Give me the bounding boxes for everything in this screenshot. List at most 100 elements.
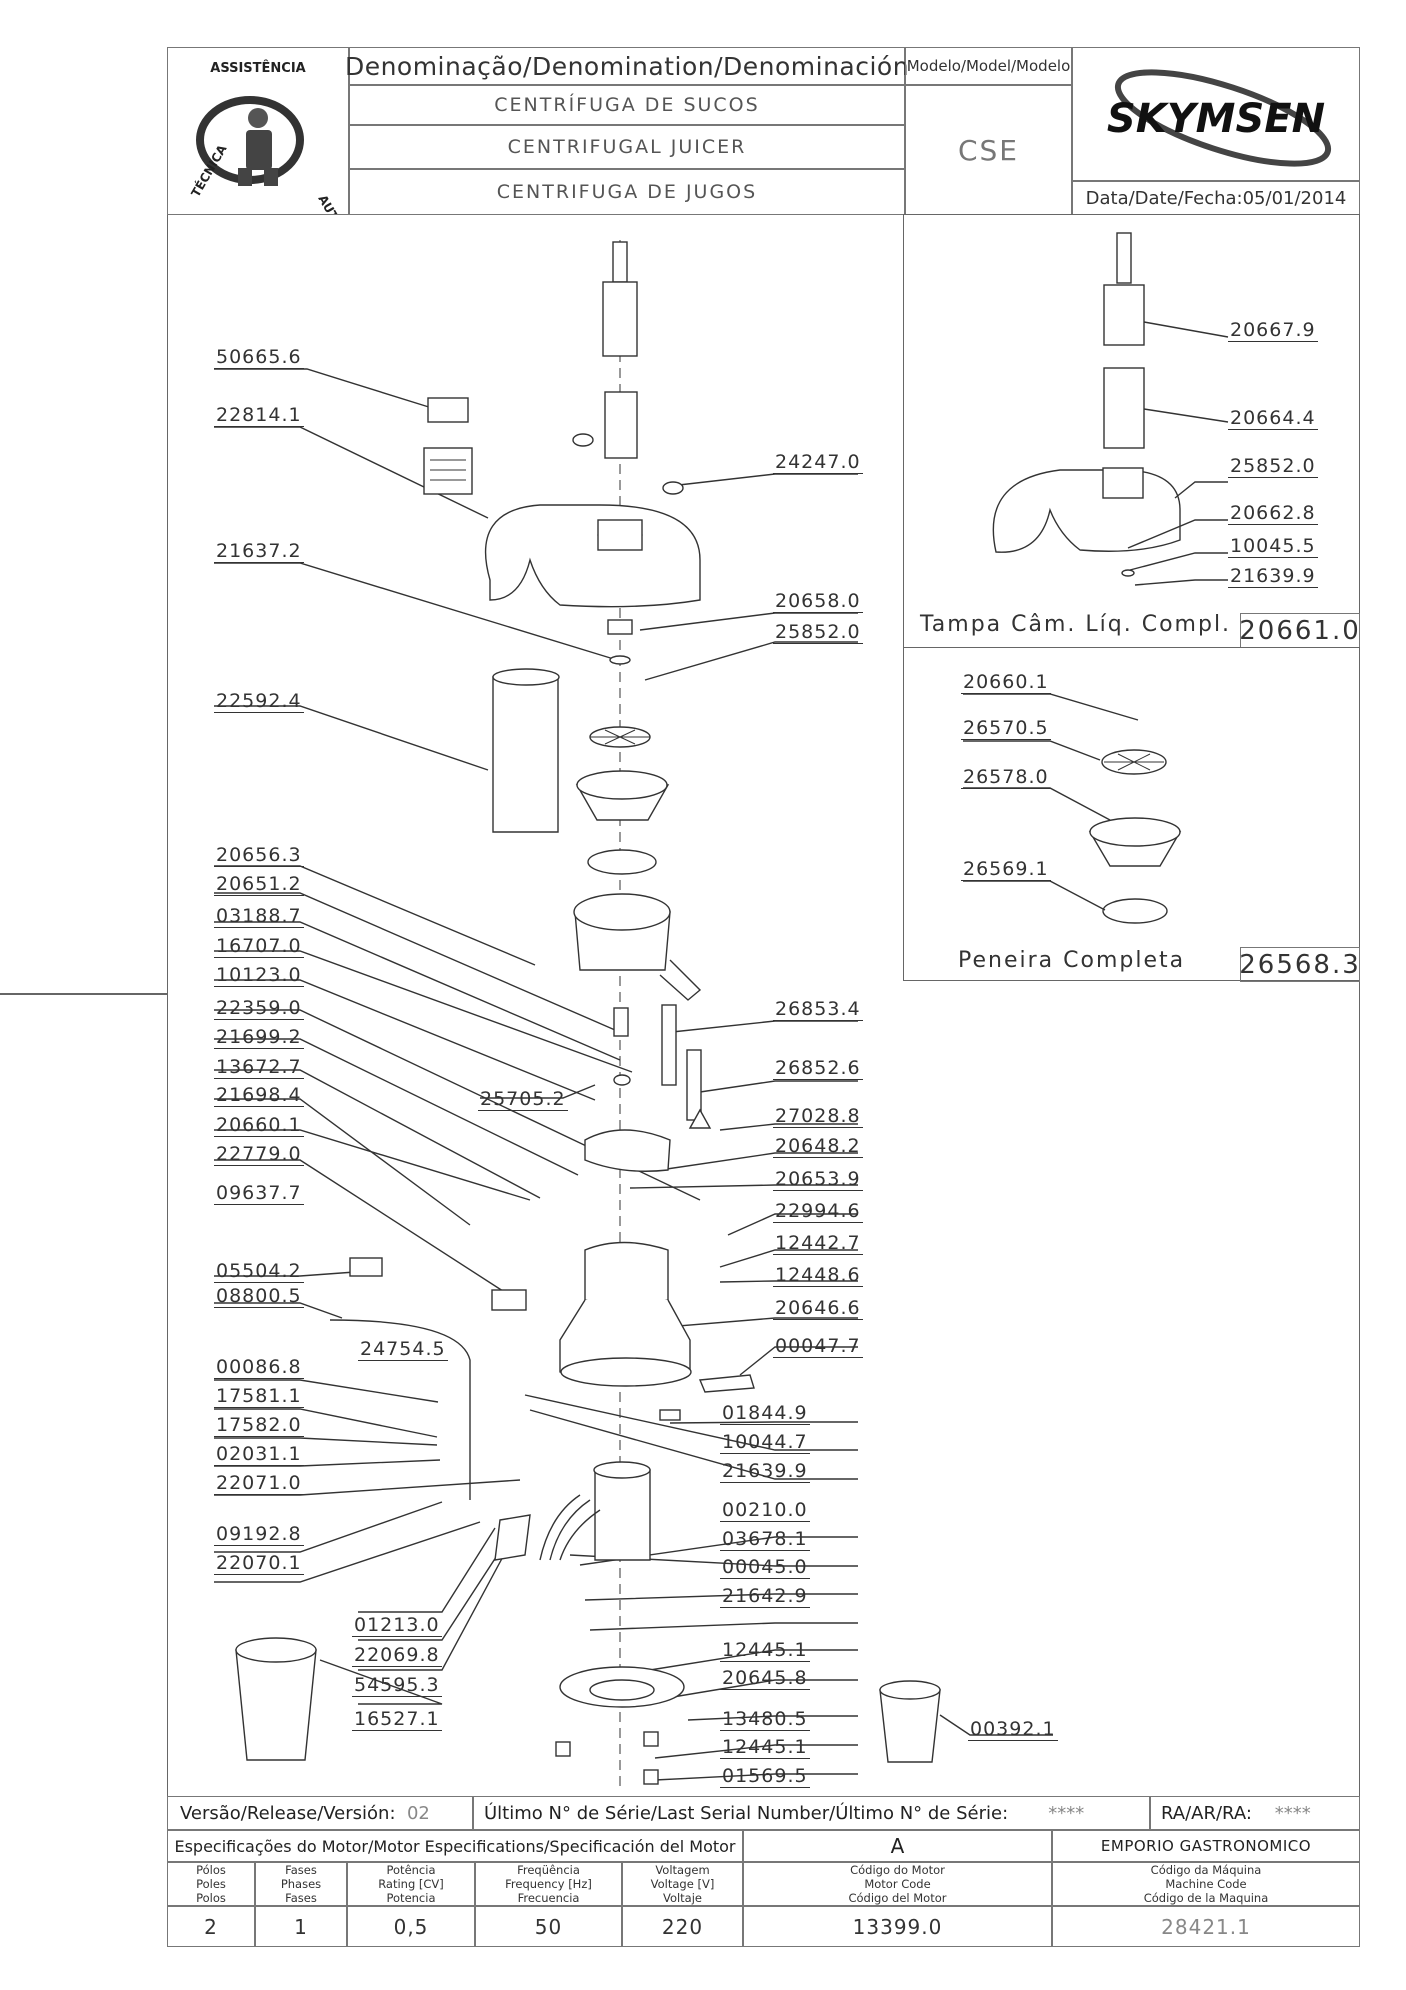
client-name: EMPORIO GASTRONOMICO [1052, 1830, 1360, 1862]
part-number: 20667.9 [1228, 319, 1318, 342]
part-number: 17581.1 [214, 1385, 304, 1408]
part-number: 25705.2 [478, 1088, 568, 1111]
part-number: 08800.5 [214, 1285, 304, 1308]
ra-value: **** [1274, 1802, 1311, 1824]
part-number: 16527.1 [352, 1708, 442, 1731]
part-number: 12445.1 [720, 1736, 810, 1759]
seal-cell: ASSISTÊNCIA TÉCNICA AUTORIZADA [167, 47, 349, 215]
part-number: 26578.0 [961, 766, 1051, 789]
motor-code-value: 13399.0 [743, 1906, 1052, 1947]
technical-assistance-seal-icon: ASSISTÊNCIA TÉCNICA AUTORIZADA [188, 60, 348, 214]
part-number: 13672.7 [214, 1056, 304, 1079]
part-number: 21639.9 [720, 1460, 810, 1483]
part-number: 10123.0 [214, 964, 304, 987]
phases-value: 1 [255, 1906, 347, 1947]
part-number: 20662.8 [1228, 502, 1318, 525]
inset-sieve-title: Peneira Completa [958, 948, 1186, 973]
part-number: 26852.6 [773, 1057, 863, 1080]
part-number: 03188.7 [214, 905, 304, 928]
ra-label: RA/AR/RA: [1161, 1802, 1252, 1824]
part-number: 22069.8 [352, 1644, 442, 1667]
svg-text:ASSISTÊNCIA: ASSISTÊNCIA [210, 60, 305, 76]
part-number: 02031.1 [214, 1443, 304, 1466]
part-number: 21699.2 [214, 1026, 304, 1049]
part-number: 22994.6 [773, 1200, 863, 1223]
part-number: 21698.4 [214, 1084, 304, 1107]
power-value: 0,5 [347, 1906, 475, 1947]
brand-logo-cell: SKYMSEN [1072, 47, 1360, 181]
part-number: 21637.2 [214, 540, 304, 563]
part-number: 20660.1 [214, 1114, 304, 1137]
motor-class: A [743, 1830, 1052, 1862]
part-number: 54595.3 [352, 1674, 442, 1697]
part-number: 13480.5 [720, 1708, 810, 1731]
version-cell: Versão/Release/Versión: 02 [167, 1796, 473, 1830]
left-fold-mark [0, 993, 167, 995]
part-number: 20656.3 [214, 844, 304, 867]
part-number: 10045.5 [1228, 535, 1318, 558]
serial-label: Último N° de Série/Last Serial Number/Úl… [484, 1802, 1009, 1824]
serial-value: **** [1048, 1802, 1085, 1824]
part-number: 21642.9 [720, 1585, 810, 1608]
part-number: 26569.1 [961, 858, 1051, 881]
part-number: 10044.7 [720, 1431, 810, 1454]
voltage-value: 220 [622, 1906, 743, 1947]
part-number: 20664.4 [1228, 407, 1318, 430]
part-number: 20648.2 [773, 1135, 863, 1158]
name-es: CENTRIFUGA DE JUGOS [349, 169, 905, 215]
part-number: 26570.5 [961, 717, 1051, 740]
machine-code-value: 28421.1 [1052, 1906, 1360, 1947]
inset-sieve-box [903, 647, 1360, 981]
part-number: 25852.0 [773, 621, 863, 644]
part-number: 00047.7 [773, 1335, 863, 1358]
part-number: 21639.9 [1228, 565, 1318, 588]
name-en: CENTRIFUGAL JUICER [349, 125, 905, 169]
part-number: 20660.1 [961, 671, 1051, 694]
part-number: 03678.1 [720, 1528, 810, 1551]
part-number: 16707.0 [214, 935, 304, 958]
part-number: 00210.0 [720, 1499, 810, 1522]
part-number: 12445.1 [720, 1639, 810, 1662]
part-number: 24754.5 [358, 1338, 448, 1361]
inset-lid-title: Tampa Câm. Líq. Compl. [920, 612, 1232, 637]
poles-value: 2 [167, 1906, 255, 1947]
part-number: 24247.0 [773, 451, 863, 474]
part-number: 22592.4 [214, 690, 304, 713]
part-number: 17582.0 [214, 1414, 304, 1437]
part-number: 12448.6 [773, 1264, 863, 1287]
part-number: 09637.7 [214, 1182, 304, 1205]
version-label: Versão/Release/Versión: [180, 1802, 396, 1824]
part-number: 01844.9 [720, 1402, 810, 1425]
part-number: 22070.1 [214, 1552, 304, 1575]
part-number: 22071.0 [214, 1472, 304, 1495]
part-number: 20653.9 [773, 1168, 863, 1191]
ra-cell: RA/AR/RA: **** [1150, 1796, 1360, 1830]
part-number: 01569.5 [720, 1765, 810, 1788]
denomination-title: Denominação/Denomination/Denominación [345, 47, 909, 85]
part-number: 20645.8 [720, 1667, 810, 1690]
date-label: Data/Date/Fecha: [1085, 187, 1243, 209]
part-number: 50665.6 [214, 346, 304, 369]
part-number: 05504.2 [214, 1260, 304, 1283]
frequency-value: 50 [475, 1906, 622, 1947]
part-number: 01213.0 [352, 1614, 442, 1637]
part-number: 20651.2 [214, 873, 304, 896]
skymsen-logo-icon: SKYMSEN [1107, 69, 1332, 167]
part-number: 00086.8 [214, 1356, 304, 1379]
part-number: 09192.8 [214, 1523, 304, 1546]
part-number: 20658.0 [773, 590, 863, 613]
part-number: 22779.0 [214, 1143, 304, 1166]
part-number: 20646.6 [773, 1297, 863, 1320]
part-number: 00392.1 [968, 1718, 1058, 1741]
part-number: 00045.0 [720, 1556, 810, 1579]
brand-text: SKYMSEN [1107, 96, 1325, 142]
serial-cell: Último N° de Série/Last Serial Number/Úl… [473, 1796, 1150, 1830]
name-pt: CENTRÍFUGA DE SUCOS [349, 85, 905, 125]
